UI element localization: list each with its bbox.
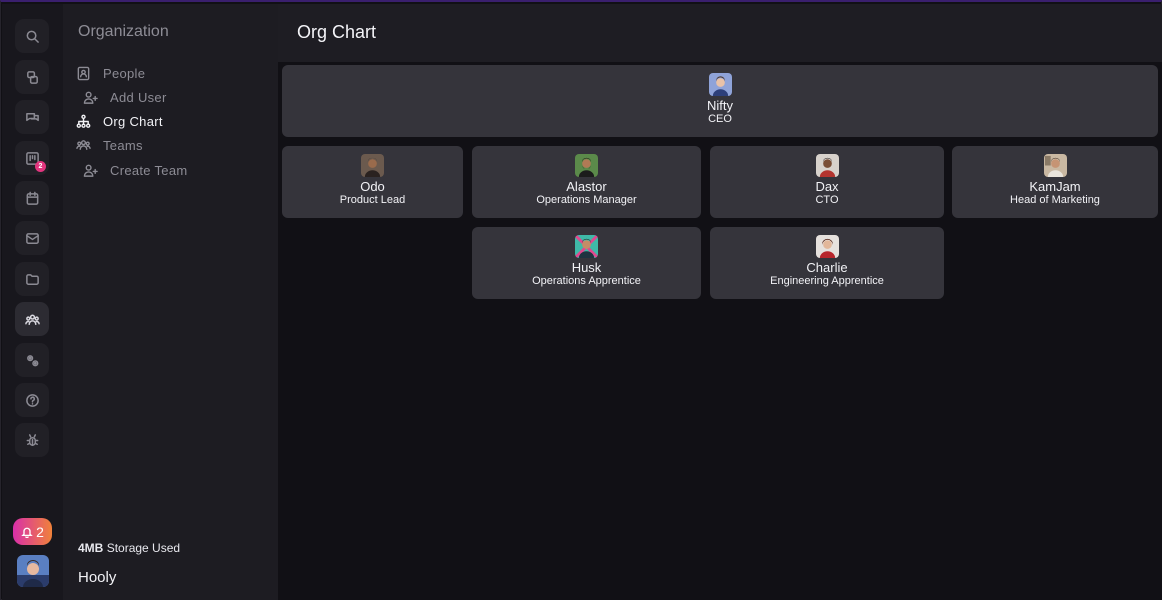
- chat-icon: [25, 112, 39, 121]
- bug-icon: [26, 433, 38, 446]
- employee-role: Engineering Apprentice: [770, 275, 884, 287]
- organization-button[interactable]: [15, 302, 49, 336]
- storage-usage: 4MB Storage Used: [78, 541, 180, 555]
- organization-sidebar: Organization People Add User Org Chart T…: [63, 4, 278, 600]
- avatar: [708, 73, 732, 96]
- help-button[interactable]: [15, 383, 49, 417]
- org-card-kamjam[interactable]: KamJam Head of Marketing: [952, 146, 1158, 218]
- calendar-button[interactable]: [15, 181, 49, 215]
- board-button[interactable]: 2: [15, 141, 49, 175]
- org-chart-area: Nifty CEO Odo Product Lead Alastor Opera…: [278, 62, 1162, 600]
- avatar: [815, 235, 839, 258]
- bell-icon: [21, 527, 33, 538]
- avatar: [575, 235, 598, 258]
- icon-rail: 2 2: [2, 4, 63, 600]
- org-chart-icon: [76, 114, 91, 128]
- folder-icon: [25, 273, 39, 285]
- org-card-odo[interactable]: Odo Product Lead: [282, 146, 463, 218]
- board-badge: 2: [35, 161, 46, 172]
- sidebar-item-label: Create Team: [110, 162, 188, 178]
- notifications-button[interactable]: 2: [13, 518, 52, 545]
- employee-role: CTO: [815, 194, 839, 206]
- inbox-stack-icon: [26, 70, 38, 84]
- avatar: [815, 154, 839, 177]
- employee-role: Head of Marketing: [1010, 194, 1100, 206]
- people-card-icon: [77, 66, 90, 80]
- storage-amount: 4MB: [78, 541, 104, 555]
- org-card-alastor[interactable]: Alastor Operations Manager: [472, 146, 701, 218]
- employee-name: Odo: [360, 179, 385, 194]
- sidebar-item-label: People: [103, 65, 146, 81]
- org-card-dax[interactable]: Dax CTO: [710, 146, 944, 218]
- employee-role: Operations Manager: [536, 194, 637, 206]
- files-button[interactable]: [15, 262, 49, 296]
- notifications-count: 2: [36, 523, 44, 540]
- storage-label: Storage Used: [106, 541, 181, 555]
- employee-role: CEO: [708, 113, 732, 125]
- sidebar-item-people[interactable]: People: [76, 63, 145, 83]
- users-group-icon: [24, 314, 40, 325]
- page-title: Org Chart: [297, 22, 377, 42]
- avatar: [575, 154, 598, 177]
- sidebar-item-label: Org Chart: [103, 113, 163, 129]
- sidebar-item-label: Teams: [103, 137, 143, 153]
- sidebar-item-org-chart[interactable]: Org Chart: [76, 111, 163, 131]
- add-user-icon: [83, 164, 98, 177]
- org-card-husk[interactable]: Husk Operations Apprentice: [472, 227, 701, 299]
- employee-role: Product Lead: [339, 194, 406, 206]
- settings-button[interactable]: [15, 343, 49, 377]
- employee-name: Dax: [815, 179, 839, 194]
- teams-icon: [76, 139, 91, 150]
- employee-name: Alastor: [566, 179, 607, 194]
- page-header: Org Chart: [278, 4, 1162, 62]
- chat-button[interactable]: [15, 100, 49, 134]
- mail-icon: [25, 232, 39, 244]
- gears-icon: [26, 354, 38, 366]
- help-icon: [25, 393, 39, 407]
- sidebar-item-teams[interactable]: Teams: [76, 135, 143, 155]
- employee-name: Charlie: [806, 260, 848, 275]
- avatar: [361, 154, 384, 177]
- employee-name: KamJam: [1029, 179, 1081, 194]
- sidebar-item-create-team[interactable]: Create Team: [83, 160, 188, 180]
- employee-name: Nifty: [707, 98, 733, 113]
- board-icon: [25, 151, 39, 165]
- employee-name: Husk: [571, 260, 602, 275]
- org-card-ceo[interactable]: Nifty CEO: [282, 65, 1158, 137]
- search-button[interactable]: [15, 19, 49, 53]
- inbox-button[interactable]: [15, 60, 49, 94]
- user-avatar[interactable]: [17, 555, 49, 587]
- avatar: [1043, 154, 1067, 177]
- employee-role: Operations Apprentice: [532, 275, 641, 287]
- sidebar-item-label: Add User: [110, 89, 167, 105]
- workspace-name[interactable]: Hooly: [78, 569, 117, 586]
- org-card-charlie[interactable]: Charlie Engineering Apprentice: [710, 227, 944, 299]
- sidebar-title: Organization: [78, 23, 169, 40]
- calendar-icon: [26, 191, 38, 205]
- sidebar-item-add-user[interactable]: Add User: [83, 87, 167, 107]
- search-icon: [26, 30, 39, 43]
- bug-report-button[interactable]: [15, 423, 49, 457]
- mail-button[interactable]: [15, 221, 49, 255]
- add-user-icon: [83, 91, 98, 104]
- user-photo: [17, 555, 49, 587]
